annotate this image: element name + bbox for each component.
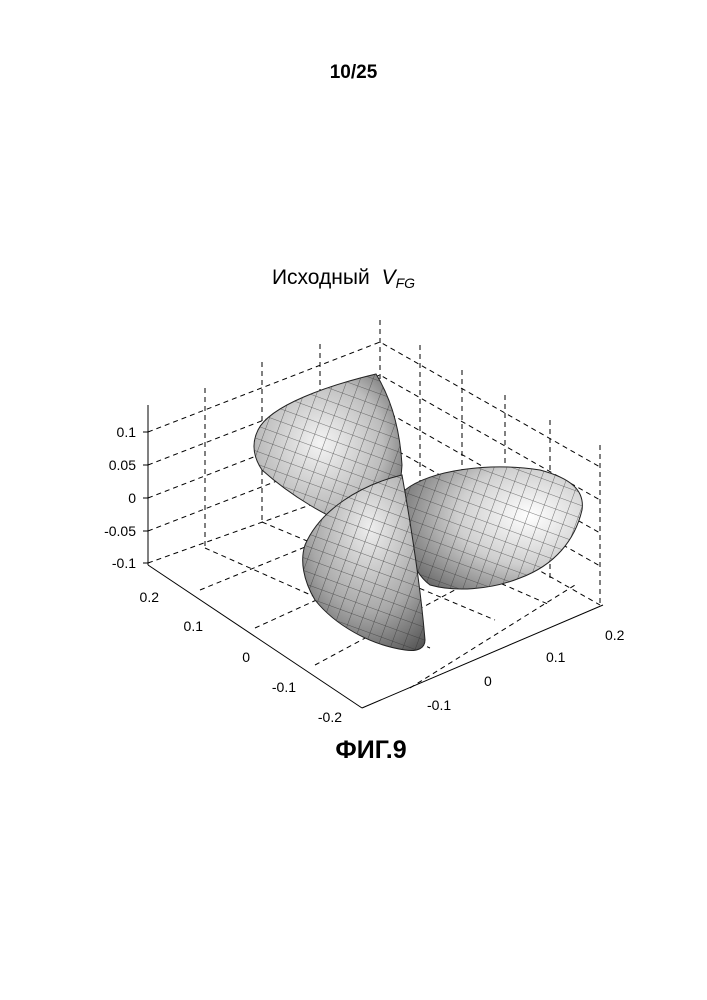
left-axis-tick-label: 0 <box>242 649 250 665</box>
z-tick-label: -0.1 <box>112 555 136 571</box>
z-axis-labels: 0.1 0.05 0 -0.05 -0.1 <box>104 424 136 571</box>
z-tick-label: 0.05 <box>109 457 136 473</box>
z-tick-label: 0 <box>128 490 136 506</box>
z-tick-label: 0.1 <box>117 424 137 440</box>
z-tick-label: -0.05 <box>104 523 136 539</box>
figure-label: ФИГ.9 <box>0 736 707 765</box>
left-axis-tick-label: -0.2 <box>318 709 342 725</box>
left-axis-labels: 0.2 0.1 0 -0.1 -0.2 <box>140 589 343 725</box>
left-axis-tick-label: -0.1 <box>272 679 296 695</box>
right-axis-tick-label: 0 <box>484 673 492 689</box>
right-axis-tick-label: -0.1 <box>427 697 451 713</box>
right-axis-tick-label: 0.1 <box>546 649 566 665</box>
surface-lobe-right <box>398 460 588 595</box>
z-axis <box>143 432 148 563</box>
right-axis-labels: -0.1 0 0.1 0.2 <box>427 627 625 713</box>
right-axis-tick-label: 0.2 <box>605 627 625 643</box>
left-axis-tick-label: 0.2 <box>140 589 160 605</box>
left-axis-tick-label: 0.1 <box>184 618 204 634</box>
